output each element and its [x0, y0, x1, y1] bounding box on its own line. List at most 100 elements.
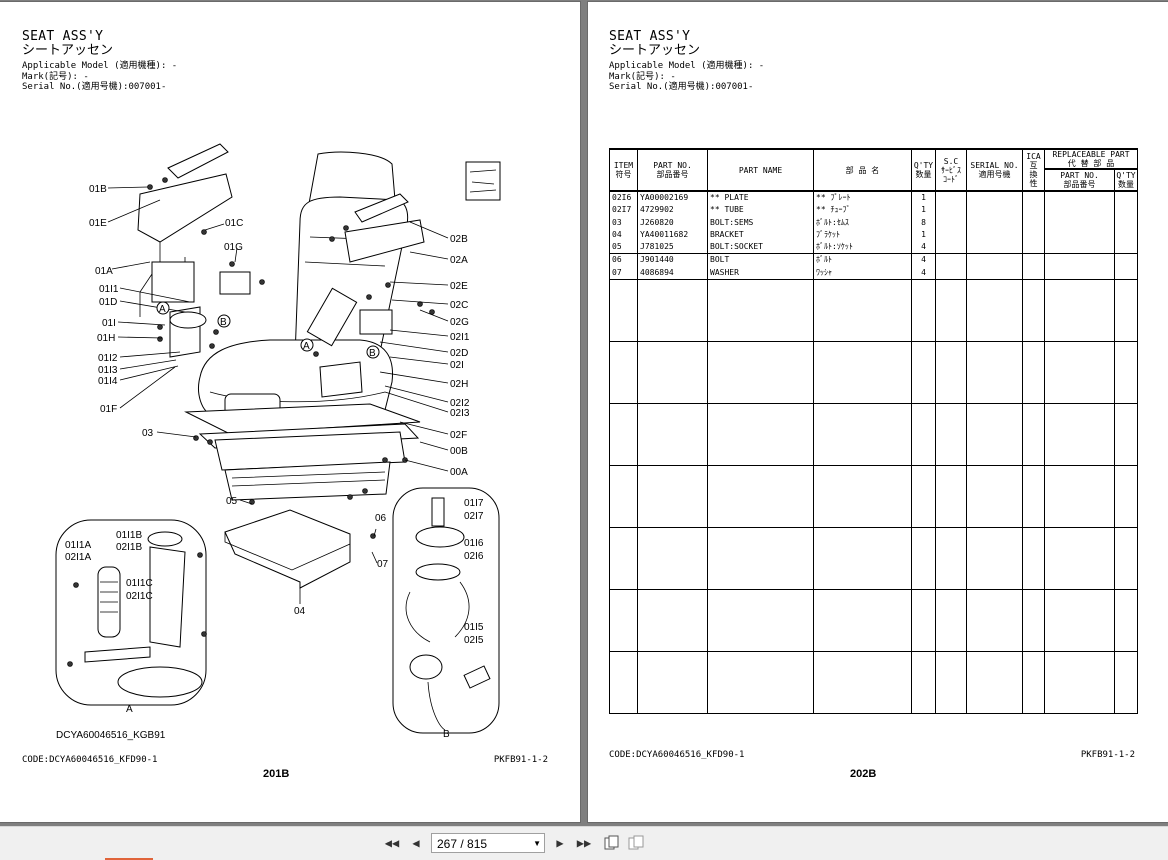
callout-01I6: 01I6	[464, 538, 484, 549]
col-repl-part-no: PART NO.部品番号	[1044, 168, 1115, 192]
callout-01D: 01D	[99, 297, 117, 308]
callout-07: 07	[377, 559, 389, 570]
cell-empty	[1044, 341, 1115, 405]
cell-empty	[911, 341, 936, 405]
right-pk-code: PKFB91-1-2	[1080, 750, 1135, 760]
cell-empty	[966, 228, 1023, 242]
cell-name: BOLT	[707, 253, 814, 267]
cell-empty	[1022, 465, 1045, 529]
callout-01I3: 01I3	[98, 365, 118, 376]
callout-01I: 01I	[102, 318, 116, 329]
cell-qty: 4	[911, 253, 936, 267]
page-indicator: 267 / 815	[437, 837, 488, 851]
cell-item: 02I6	[609, 191, 638, 205]
blank-row	[609, 403, 1138, 467]
cell-empty	[609, 589, 638, 653]
cell-empty	[637, 279, 708, 343]
cell-empty	[935, 253, 967, 267]
cell-item: 04	[609, 228, 638, 242]
cell-empty	[1044, 204, 1115, 217]
cell-qty: 4	[911, 241, 936, 255]
double-page-view-icon[interactable]	[628, 835, 644, 851]
callout-02B: 02B	[450, 234, 468, 245]
cell-empty	[966, 341, 1023, 405]
callout-00B: 00B	[450, 446, 468, 457]
callout-03: 03	[142, 428, 154, 439]
cell-jp: ﾎﾞﾙﾄ	[813, 253, 912, 267]
last-page-icon[interactable]: ▶▶	[576, 836, 592, 850]
cell-empty	[1022, 651, 1045, 715]
cell-empty	[1114, 241, 1138, 255]
col-serial: SERIAL NO.適用号機	[966, 148, 1023, 192]
single-page-view-icon[interactable]	[603, 835, 619, 851]
cell-empty	[1044, 241, 1115, 255]
right-title-jp: シートアッセン	[609, 43, 701, 58]
cell-name: ** PLATE	[707, 191, 814, 205]
cell-empty	[1022, 279, 1045, 343]
cell-qty: 8	[911, 216, 936, 229]
cell-empty	[1114, 204, 1138, 217]
marker-B: B	[220, 317, 227, 328]
callout-01A: 01A	[95, 266, 113, 277]
cell-jp: ** ﾌﾟﾚｰﾄ	[813, 191, 912, 205]
cell-empty	[911, 403, 936, 467]
cell-empty	[935, 266, 967, 281]
cell-empty	[911, 527, 936, 591]
cell-empty	[1114, 191, 1138, 205]
left-mark-line: Mark(記号): -	[22, 71, 89, 82]
marker-A: A	[159, 304, 166, 315]
cell-empty	[1022, 204, 1045, 217]
callout-01I5: 01I5	[464, 622, 484, 633]
cell-empty	[1022, 403, 1045, 467]
cell-empty	[966, 279, 1023, 343]
callout-01C: 01C	[225, 218, 243, 229]
cell-qty: 1	[911, 228, 936, 242]
cell-qty: 1	[911, 191, 936, 205]
cell-empty	[935, 204, 967, 217]
cell-empty	[935, 228, 967, 242]
right-title-en: SEAT ASS'Y	[609, 29, 691, 44]
cell-name: ** TUBE	[707, 204, 814, 217]
cell-empty	[1044, 191, 1115, 205]
cell-empty	[1022, 527, 1045, 591]
cell-empty	[1114, 527, 1138, 591]
cell-empty	[609, 403, 638, 467]
previous-page-icon[interactable]: ◀	[412, 836, 420, 850]
cell-part-no: YA40011682	[637, 228, 708, 242]
cell-empty	[609, 465, 638, 529]
next-page-icon[interactable]: ▶	[556, 836, 564, 850]
cell-empty	[935, 403, 967, 467]
right-serial-line: Serial No.(適用号機):007001-	[609, 82, 754, 92]
callout-01G: 01G	[224, 242, 243, 253]
cell-empty	[813, 279, 912, 343]
cell-empty	[637, 403, 708, 467]
cell-name: BOLT:SEMS	[707, 216, 814, 229]
detail-A-label: A	[126, 704, 133, 715]
page-selector[interactable]: 267 / 815 ▼	[431, 833, 545, 853]
left-page: SEAT ASS'Y シートアッセン Applicable Model (適用機…	[0, 2, 580, 822]
cell-empty	[1114, 228, 1138, 242]
cell-empty	[966, 204, 1023, 217]
cell-part-no: YA00002169	[637, 191, 708, 205]
left-title-jp: シートアッセン	[22, 43, 114, 58]
cell-empty	[707, 527, 814, 591]
cell-empty	[637, 527, 708, 591]
cell-empty	[813, 465, 912, 529]
cell-item: 07	[609, 266, 638, 281]
cell-empty	[966, 216, 1023, 229]
cell-empty	[1114, 651, 1138, 715]
first-page-icon[interactable]: ◀◀	[384, 836, 400, 850]
cell-empty	[609, 651, 638, 715]
cell-qty: 1	[911, 204, 936, 217]
cell-empty	[966, 403, 1023, 467]
callout-02I3: 02I3	[450, 408, 470, 419]
cell-empty	[911, 589, 936, 653]
cell-item: 05	[609, 241, 638, 255]
cell-empty	[1114, 589, 1138, 653]
cell-empty	[911, 651, 936, 715]
callout-04: 04	[294, 606, 306, 617]
cell-empty	[1044, 279, 1115, 343]
